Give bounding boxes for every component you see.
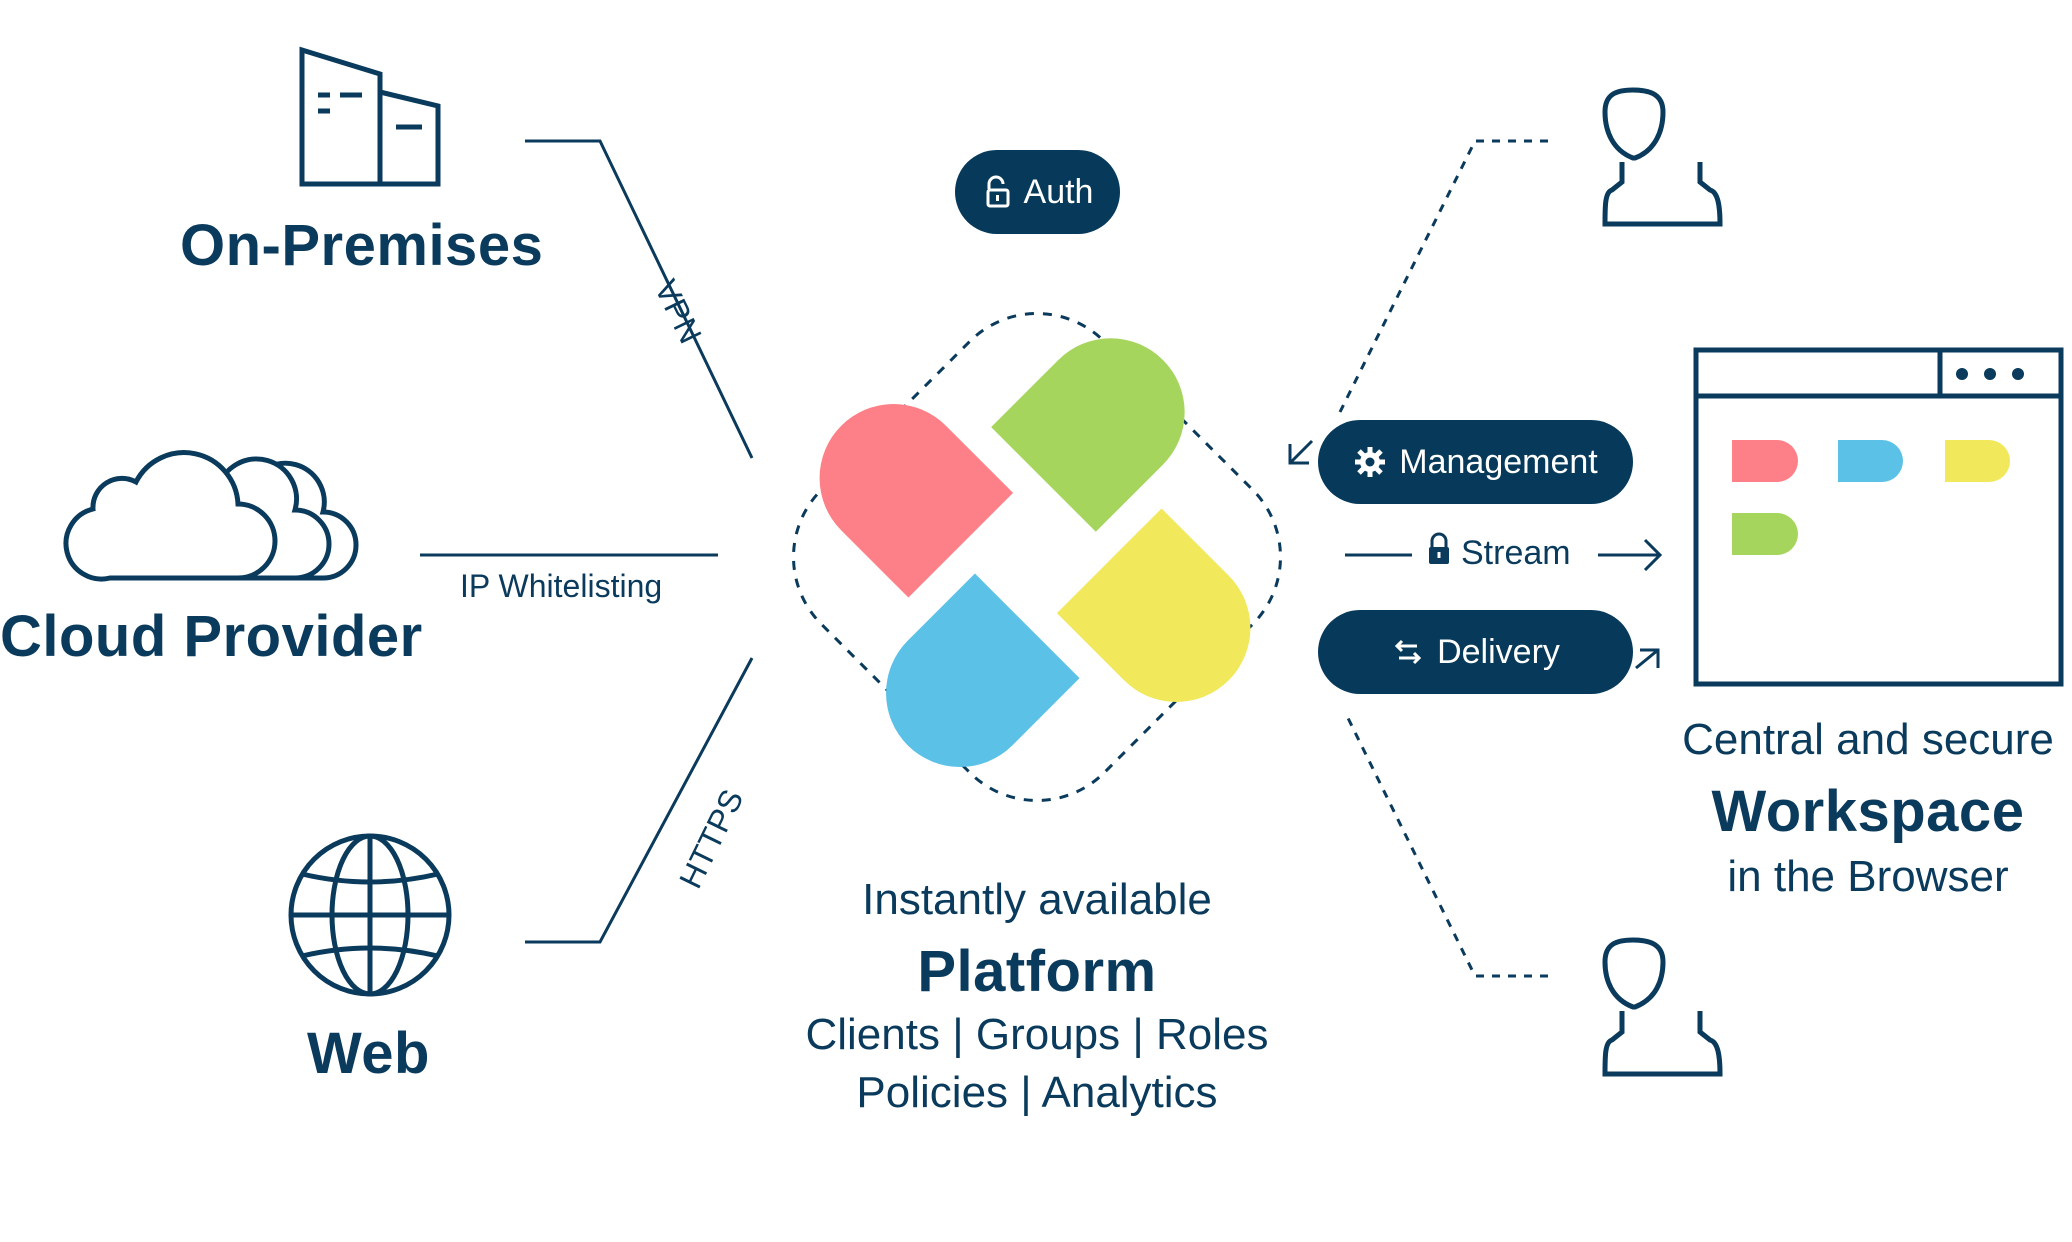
workspace-app-green <box>1732 513 1798 555</box>
delivery-label: Delivery <box>1437 632 1560 671</box>
logo-red-segment <box>819 404 1014 598</box>
management-pill: Management <box>1318 420 1633 504</box>
web-label: Web <box>307 1021 430 1086</box>
workspace-app-red <box>1732 440 1798 482</box>
management-arrow <box>1288 439 1314 465</box>
logo-blue-segment <box>886 573 1080 767</box>
user-icon-bottom <box>1602 937 1723 1077</box>
platform-logo <box>819 338 1251 767</box>
lock-icon <box>1425 532 1453 575</box>
management-label: Management <box>1399 442 1598 481</box>
platform-subtitle: Instantly available <box>862 875 1212 924</box>
browser-window-icon <box>1693 347 2064 687</box>
building-icon <box>299 46 441 187</box>
user-bottom-connector <box>1343 711 1548 978</box>
stream-label: Stream <box>1461 534 1571 572</box>
workspace-title: Workspace <box>1711 779 2025 844</box>
stream-arrowhead <box>1643 538 1663 572</box>
workspace-subtitle: Central and secure <box>1682 715 2054 764</box>
https-connector <box>525 657 754 944</box>
cloud-icon <box>63 450 359 582</box>
platform-title: Platform <box>917 939 1157 1004</box>
workspace-app-blue <box>1838 440 1903 482</box>
logo-green-segment <box>991 338 1185 532</box>
workspace-caption: in the Browser <box>1727 852 2009 901</box>
workspace-app-yellow <box>1945 440 2010 482</box>
user-top-connector <box>1338 139 1548 413</box>
on-premises-label: On-Premises <box>180 213 544 278</box>
management-arrowhead <box>1288 444 1309 465</box>
ip-whitelisting-label: IP Whitelisting <box>460 568 663 604</box>
platform-features-line2: Policies | Analytics <box>856 1068 1218 1117</box>
auth-label: Auth <box>1023 172 1094 211</box>
platform-features-line1: Clients | Groups | Roles <box>805 1010 1269 1059</box>
unlock-icon <box>982 175 1012 209</box>
swap-arrows-icon <box>1391 638 1425 666</box>
user-icon-top <box>1602 87 1723 227</box>
stream-label-group: Stream <box>1425 532 1571 575</box>
delivery-arrowhead <box>1640 648 1660 668</box>
delivery-pill: Delivery <box>1318 610 1633 694</box>
platform-boundary <box>792 312 1282 802</box>
cloud-provider-label: Cloud Provider <box>0 604 423 669</box>
vpn-connector <box>525 139 754 459</box>
logo-yellow-segment <box>1056 508 1251 702</box>
auth-pill: Auth <box>955 150 1120 234</box>
gear-icon <box>1353 445 1387 479</box>
globe-icon <box>288 833 452 997</box>
delivery-arrow <box>1635 648 1659 670</box>
